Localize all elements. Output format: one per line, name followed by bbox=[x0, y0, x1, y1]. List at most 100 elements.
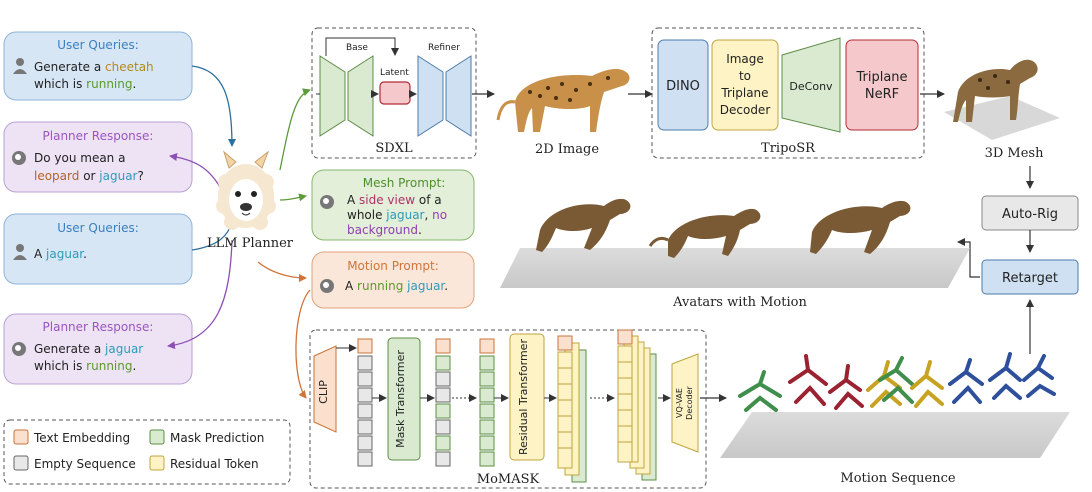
user-query-title: User Queries: bbox=[57, 38, 139, 52]
sdxl-refiner-encoder bbox=[417, 55, 444, 137]
avatars-with-motion-label: Avatars with Motion bbox=[672, 295, 807, 310]
sdxl-latent-label: Latent bbox=[380, 68, 409, 78]
sdxl-refiner-decoder bbox=[445, 55, 472, 137]
planner-response-bubble-1: Planner Response: Do you mean a leopard … bbox=[3, 121, 193, 193]
user-icon bbox=[13, 58, 27, 74]
sdxl-base-encoder bbox=[319, 55, 346, 137]
svg-text:which is running.: which is running. bbox=[34, 359, 136, 373]
running-jaguar-2 bbox=[648, 208, 761, 258]
token-sequence-3 bbox=[479, 338, 495, 467]
mesh-prompt-bubble: Mesh Prompt: A side view of a whole jagu… bbox=[311, 169, 475, 241]
planner-to-sdxl-arrow bbox=[279, 88, 311, 171]
legend-empty-sequence-swatch bbox=[13, 455, 29, 471]
planner-response-title: Planner Response: bbox=[43, 320, 154, 334]
user-query-bubble-2: User Queries: A jaguar. bbox=[3, 213, 193, 285]
triplane-nerf-box bbox=[845, 39, 919, 131]
residual-stack-2 bbox=[617, 329, 657, 481]
svg-text:Triplane: Triplane bbox=[720, 86, 768, 100]
3d-mesh-label: 3D Mesh bbox=[985, 146, 1045, 161]
brain-icon bbox=[320, 279, 334, 293]
svg-text:Image: Image bbox=[726, 52, 764, 66]
svg-text:Triplane: Triplane bbox=[855, 70, 907, 85]
svg-text:Generate a jaguar: Generate a jaguar bbox=[34, 342, 143, 356]
dino-label: DINO bbox=[666, 79, 700, 94]
mask-transformer-label: Mask Transformer bbox=[394, 350, 407, 448]
triposr-label: TripoSR bbox=[761, 141, 816, 156]
svg-text:whole jaguar, no: whole jaguar, no bbox=[347, 208, 447, 222]
svg-text:leopard or jaguar?: leopard or jaguar? bbox=[34, 169, 144, 183]
running-jaguar-3 bbox=[810, 200, 911, 254]
residual-transformer-label: Residual Transformer bbox=[517, 339, 530, 455]
planner-response-title: Planner Response: bbox=[43, 129, 154, 143]
auto-rig-label: Auto-Rig bbox=[1002, 207, 1058, 222]
jaguar-2d-image bbox=[496, 69, 630, 132]
deconv-block bbox=[781, 37, 841, 133]
legend: Text Embedding Mask Prediction Empty Seq… bbox=[3, 419, 291, 485]
jaguar-3d-mesh bbox=[944, 59, 1060, 140]
token-sequence-1 bbox=[336, 338, 373, 467]
llm-planner-llama-icon bbox=[216, 150, 276, 230]
sdxl-block: Base Latent Refiner SDXL bbox=[311, 27, 477, 159]
sdxl-base-label: Base bbox=[346, 43, 368, 53]
legend-residual-token-swatch bbox=[149, 455, 165, 471]
user-query-bubble-1: User Queries: Generate a cheetah which i… bbox=[3, 31, 193, 101]
residual-stack-1 bbox=[557, 335, 587, 483]
image-to-triplane-decoder-box bbox=[711, 39, 779, 131]
planner-to-motion-prompt-arrow bbox=[257, 261, 307, 282]
svg-text:Decoder: Decoder bbox=[685, 385, 694, 419]
svg-text:VQ-VAE: VQ-VAE bbox=[675, 388, 684, 418]
retarget-box bbox=[981, 259, 1079, 295]
svg-text:NeRF: NeRF bbox=[865, 87, 899, 102]
legend-empty-sequence: Empty Sequence bbox=[34, 457, 136, 471]
retarget-to-avatars-arrow bbox=[957, 238, 980, 278]
svg-text:background.: background. bbox=[347, 223, 422, 237]
legend-residual-token: Residual Token bbox=[170, 457, 259, 471]
clip-encoder bbox=[313, 345, 337, 433]
retarget-label: Retarget bbox=[1002, 271, 1058, 286]
planner-to-response2-arrow bbox=[167, 239, 233, 350]
svg-text:Do you mean a: Do you mean a bbox=[34, 151, 125, 165]
svg-text:Decoder: Decoder bbox=[720, 103, 771, 117]
motion-prompt-title: Motion Prompt: bbox=[347, 259, 439, 273]
avatars-with-motion-scene bbox=[500, 198, 970, 288]
svg-text:A running jaguar.: A running jaguar. bbox=[345, 279, 448, 293]
brain-icon bbox=[320, 195, 334, 209]
planner-response-bubble-2: Planner Response: Generate a jaguar whic… bbox=[3, 313, 193, 385]
motion-prompt-bubble: Motion Prompt: A running jaguar. bbox=[311, 251, 475, 309]
dino-box bbox=[657, 39, 709, 131]
brain-icon bbox=[12, 151, 26, 165]
residual-transformer-box bbox=[509, 333, 545, 461]
sdxl-refiner-label: Refiner bbox=[428, 43, 460, 53]
brain-icon bbox=[12, 342, 26, 356]
svg-text:Generate a cheetah: Generate a cheetah bbox=[34, 60, 154, 74]
sdxl-base-decoder bbox=[347, 55, 374, 137]
motion-sequence-label: Motion Sequence bbox=[840, 471, 955, 486]
motion-sequence-scene bbox=[720, 352, 1070, 458]
planner-to-mesh-prompt-arrow bbox=[279, 193, 307, 202]
svg-text:A side view of a: A side view of a bbox=[347, 193, 442, 207]
query-to-planner-arrow bbox=[191, 65, 236, 147]
sdxl-latent-box bbox=[379, 81, 411, 105]
vqvae-decoder bbox=[671, 353, 699, 453]
svg-text:to: to bbox=[739, 69, 751, 83]
svg-text:A jaguar.: A jaguar. bbox=[34, 247, 87, 261]
legend-text-embedding-swatch bbox=[13, 429, 29, 445]
clip-label: CLIP bbox=[317, 380, 330, 404]
momask-label: MoMASK bbox=[477, 472, 540, 487]
legend-mask-prediction: Mask Prediction bbox=[170, 431, 264, 445]
user-icon bbox=[13, 244, 27, 260]
2d-image-label: 2D Image bbox=[535, 142, 599, 157]
deconv-label: DeConv bbox=[789, 80, 833, 93]
user-query-title: User Queries: bbox=[57, 221, 139, 235]
token-sequence-2 bbox=[435, 338, 451, 467]
svg-text:which is running.: which is running. bbox=[34, 77, 136, 91]
legend-mask-prediction-swatch bbox=[149, 429, 165, 445]
legend-text-embedding: Text Embedding bbox=[33, 431, 130, 445]
momask-block: CLIP Mask Transformer bbox=[309, 329, 707, 489]
triposr-block: DINO Image to Triplane Decoder DeConv Tr… bbox=[651, 27, 925, 159]
sdxl-label: SDXL bbox=[375, 141, 413, 156]
motion-prompt-to-clip-arrow bbox=[295, 289, 311, 399]
mask-transformer-box bbox=[387, 337, 421, 461]
llm-planner-label: LLM Planner bbox=[207, 236, 294, 251]
